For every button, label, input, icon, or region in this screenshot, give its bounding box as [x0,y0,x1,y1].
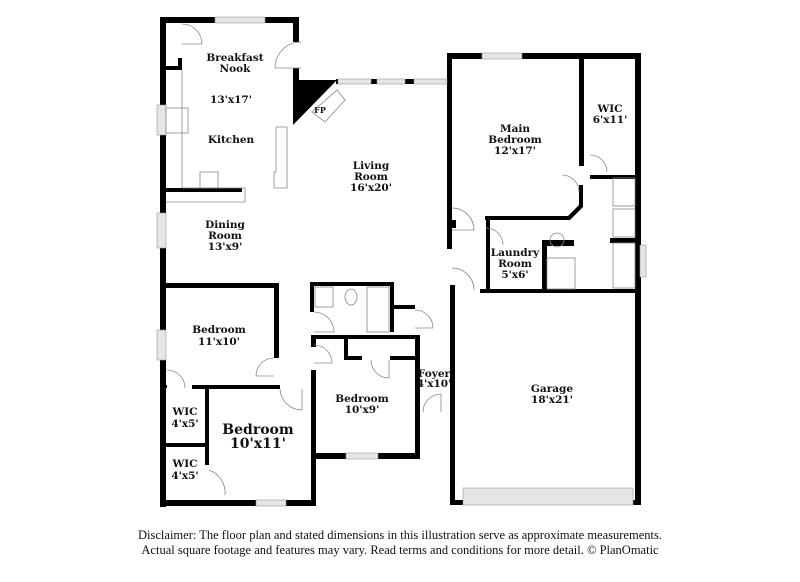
wic-a-label: WIC [171,406,197,418]
windows [156,16,647,507]
fireplace-mass [293,80,337,125]
garage-label: Garage [531,383,573,395]
breakfast-nook-label: Breakfast [206,52,263,64]
wic-b-label: WIC [171,458,197,470]
living-room-label-2: Room [354,171,388,183]
kitchen-label: Kitchen [208,134,255,146]
main-bedroom-label-2: Bedroom [488,134,542,146]
bedroom-c-label: Bedroom [335,393,389,405]
laundry-room-label-2: Room [498,258,532,270]
main-bedroom-size: 12'x17' [494,145,536,157]
dining-room-size: 13'x9' [208,241,243,253]
bedroom-a-size: 11'x10' [198,336,240,348]
disclaimer-line-2: Actual square footage and features may v… [141,543,659,557]
foyer-label: Foyer [418,368,451,380]
garage-size: 18'x21' [531,394,573,406]
laundry-room-size: 5'x6' [501,269,528,281]
bedroom-b-size: 10'x11' [230,436,286,452]
main-wic-label: WIC [596,103,622,115]
main-wic-size: 6'x11' [593,114,628,126]
garage-door [462,487,634,506]
bedroom-c-size: 10'x9' [345,404,380,416]
dining-room-label: Dining [205,219,245,231]
wic-b-size: 4'x5' [171,470,198,482]
living-room-label: Living [353,160,390,172]
wic-a-size: 4'x5' [171,418,198,430]
disclaimer-line-1: Disclaimer: The floor plan and stated di… [138,528,662,542]
main-bedroom-label: Main [500,123,530,135]
breakfast-nook-size: 13'x17' [210,94,252,106]
foyer-size: 4'x10' [417,378,452,390]
breakfast-nook-label-2: Nook [220,63,252,75]
bedroom-a-label: Bedroom [192,324,246,336]
laundry-room-label: Laundry [491,247,540,259]
room-labels: Breakfast Nook 13'x17' Kitchen FP Living… [171,52,627,482]
fixtures [165,23,636,496]
fireplace-label: FP [314,105,326,115]
dining-room-label-2: Room [208,230,242,242]
living-room-size: 16'x20' [350,182,392,194]
bedroom-b-label: Bedroom [222,422,294,438]
